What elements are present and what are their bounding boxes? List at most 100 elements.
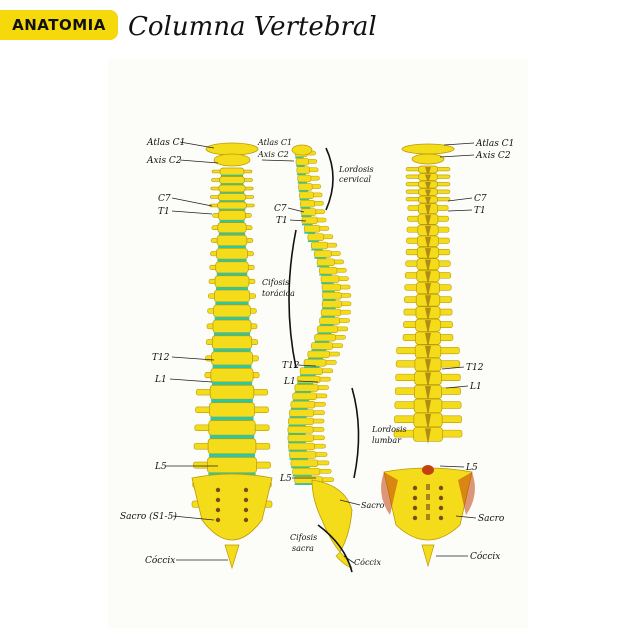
- side-disc: [317, 332, 332, 335]
- side-vertebra: [314, 333, 336, 342]
- front-disc: [211, 381, 253, 386]
- leader-line: [339, 499, 361, 506]
- leader-line: [439, 154, 475, 158]
- side-disc: [311, 349, 327, 351]
- front-disc: [216, 287, 248, 291]
- side-vertebra: [299, 367, 323, 375]
- back-spinous-process: [425, 345, 431, 361]
- label-cifosis-toracica-line1: Cifosis: [262, 278, 289, 287]
- back-label-l1: L1: [469, 382, 482, 392]
- side-disc: [300, 207, 311, 209]
- front-label-l5: L5: [154, 462, 167, 472]
- side-disc: [288, 424, 306, 427]
- front-vertebra: [217, 193, 247, 201]
- back-sacral-foramen: [438, 505, 444, 511]
- front-disc: [218, 232, 246, 236]
- back-sacroiliac-left: [381, 472, 398, 515]
- leader-line: [261, 159, 295, 162]
- side-disc: [289, 416, 307, 418]
- back-sacroiliac-right: [458, 472, 475, 515]
- side-vertebra: [294, 384, 319, 392]
- side-label-t1: T1: [276, 216, 288, 226]
- back-label-axis: Axis C2: [475, 151, 511, 161]
- back-label-t12: T12: [466, 363, 484, 373]
- front-disc: [214, 317, 250, 321]
- back-spinous-process: [425, 428, 431, 445]
- front-view-spine: [191, 142, 273, 570]
- leader-line: [297, 380, 319, 383]
- side-disc: [296, 165, 305, 167]
- side-vertebra: [290, 459, 319, 467]
- side-disc: [321, 282, 334, 284]
- front-label-l1: L1: [154, 375, 167, 385]
- front-disc: [221, 175, 243, 177]
- back-view-spine: [381, 143, 475, 568]
- front-vertebra: [215, 261, 249, 274]
- side-disc: [294, 483, 315, 485]
- front-vertebra: [219, 167, 245, 176]
- side-vertebra: [314, 250, 332, 258]
- leader-line: [172, 515, 215, 521]
- front-label-t12: T12: [152, 353, 170, 363]
- label-cifosis-sacra-line1: Cifosis: [290, 533, 317, 542]
- back-median-crest: [426, 504, 430, 510]
- front-disc: [215, 301, 249, 305]
- front-vertebra: [207, 457, 257, 474]
- back-sacral-foramen: [438, 515, 444, 521]
- front-disc: [213, 348, 251, 352]
- back-spinous-process: [425, 259, 431, 273]
- side-disc: [297, 181, 307, 184]
- side-vertebra: [288, 442, 315, 451]
- back-spinous-process: [425, 372, 431, 388]
- side-disc: [287, 441, 306, 444]
- front-disc: [220, 183, 244, 185]
- side-disc: [322, 290, 335, 293]
- front-vertebra: [217, 201, 247, 210]
- back-axis: [411, 153, 445, 165]
- front-sacral-foramen: [243, 487, 249, 493]
- back-spinous-process: [425, 414, 431, 430]
- side-disc: [314, 341, 330, 343]
- side-disc: [314, 257, 327, 259]
- side-vertebra: [317, 325, 339, 333]
- side-vertebra: [320, 275, 340, 283]
- bracket-cifosis-toracica: [288, 229, 297, 369]
- side-disc: [290, 408, 308, 410]
- front-disc: [210, 416, 254, 421]
- side-vertebra: [289, 409, 315, 417]
- bracket-lordosis-cervical: [325, 147, 334, 211]
- side-vertebra: [295, 158, 309, 166]
- back-spinous-process: [425, 399, 431, 416]
- side-disc: [319, 274, 332, 276]
- side-vertebra: [287, 434, 314, 442]
- front-vertebra: [213, 289, 251, 303]
- side-label-l1: L1: [283, 377, 296, 387]
- side-vertebra: [321, 283, 341, 292]
- anatomia-badge: ANATOMIA: [0, 10, 118, 40]
- front-sacral-foramen: [215, 517, 221, 523]
- bracket-lordosis-lumbar: [351, 387, 360, 479]
- label-lordosis-cervical-line2: cervical: [339, 175, 371, 184]
- side-vertebra: [298, 183, 313, 191]
- back-spinous-process: [425, 307, 431, 322]
- side-disc: [322, 307, 336, 310]
- leader-lines: [166, 141, 477, 564]
- back-l5-center: [422, 465, 434, 475]
- front-sacral-foramen: [243, 517, 249, 523]
- side-disc: [298, 190, 309, 192]
- front-vertebra: [208, 420, 256, 436]
- side-disc: [299, 198, 310, 201]
- side-disc: [288, 449, 307, 452]
- side-label-coccix: Cóccix: [354, 558, 381, 567]
- side-vertebra: [321, 300, 342, 308]
- side-disc: [300, 374, 316, 377]
- front-vertebra: [214, 275, 250, 288]
- side-vertebra: [307, 350, 330, 359]
- front-disc: [212, 365, 252, 369]
- back-spinous-process: [425, 182, 431, 191]
- side-atlas: [291, 144, 313, 156]
- side-vertebra: [292, 467, 321, 476]
- side-disc: [304, 366, 320, 368]
- front-label-t1: T1: [158, 207, 170, 217]
- front-atlas: [205, 142, 259, 156]
